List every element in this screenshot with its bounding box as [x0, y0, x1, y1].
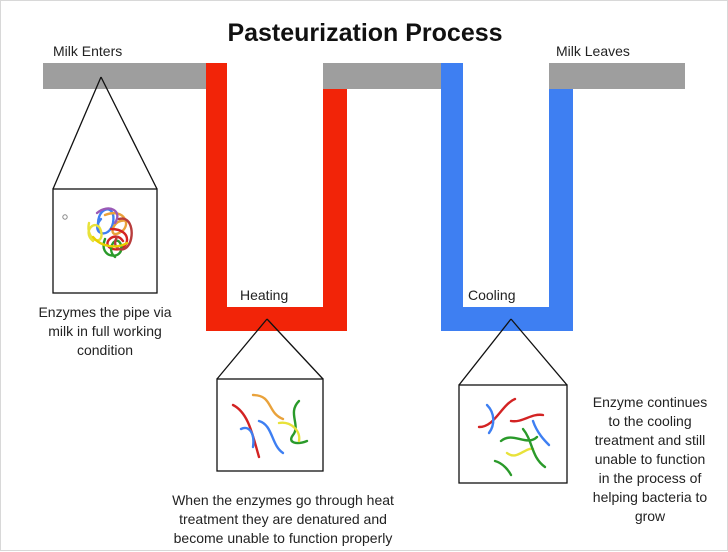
heating-callout — [216, 318, 324, 472]
outlet-pipe — [549, 63, 685, 89]
caption-line: in the process of — [598, 470, 702, 486]
caption-line: condition — [76, 342, 134, 358]
denatured-enzymes-icon — [231, 393, 309, 459]
heating-caption: When the enzymes go through heat treatme… — [133, 491, 433, 548]
heating-zoom-box — [216, 378, 324, 472]
caption-line: helping bacteria to — [592, 489, 708, 505]
cooling-label: Cooling — [468, 287, 516, 303]
caption-line: to the cooling — [608, 413, 692, 429]
folded-enzymes-icon — [62, 207, 133, 259]
caption-line: milk in full working — [48, 323, 162, 339]
inactive-enzymes-icon — [477, 397, 551, 477]
cooling-caption: Enzyme continues to the cooling treatmen… — [575, 393, 725, 526]
middle-pipe — [323, 63, 445, 89]
cooling-pipe — [441, 63, 573, 331]
enter-caption: Enzymes the pipe via milk in full workin… — [25, 303, 185, 360]
heating-label: Heating — [240, 287, 289, 303]
caption-line: become unable to function properly — [173, 530, 393, 546]
caption-line: grow — [634, 508, 666, 524]
cooling-callout — [458, 318, 568, 484]
diagram-title: Pasteurization Process — [227, 19, 503, 47]
inlet-pipe — [43, 63, 211, 89]
caption-line: Enzymes the pipe via — [38, 304, 172, 320]
heating-pipe — [206, 63, 347, 331]
caption-line: unable to function — [594, 451, 706, 467]
caption-line: treatment and still — [594, 432, 706, 448]
caption-line: When the enzymes go through heat — [172, 492, 394, 508]
milk-enters-label: Milk Enters — [53, 43, 123, 59]
caption-line: treatment they are denatured and — [179, 511, 387, 527]
enter-callout — [52, 76, 158, 294]
caption-line: Enzyme continues — [592, 394, 708, 410]
milk-leaves-label: Milk Leaves — [556, 43, 630, 59]
